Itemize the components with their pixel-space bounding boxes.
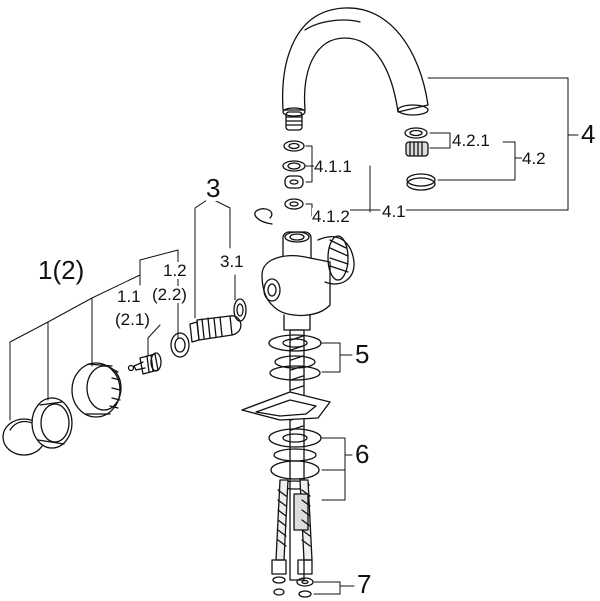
seal-stack-4-1: [254, 140, 306, 225]
label-7: 7: [357, 569, 372, 599]
label-4-1: 4.1: [382, 202, 406, 221]
label-6: 6: [355, 439, 370, 469]
handle-body: [71, 362, 122, 418]
label-4-2: 4.2: [522, 149, 546, 168]
valve-insert-1-1: [127, 352, 162, 375]
label-1-1: 1.1: [117, 287, 141, 306]
label-4: 4: [581, 119, 596, 149]
label-3-1: 3.1: [220, 252, 244, 271]
label-2-1: (2.1): [115, 310, 150, 329]
leader-lines: [9, 77, 579, 595]
mounting-stud: [241, 329, 331, 581]
spout-part: [281, 7, 429, 131]
label-1-2: 1(2): [38, 255, 85, 285]
label-3: 3: [206, 173, 221, 203]
label-2-2: (2.2): [152, 285, 187, 304]
label-5: 5: [355, 339, 370, 369]
label-4-1-1: 4.1.1: [314, 157, 352, 176]
label-4-2-1: 4.2.1: [452, 131, 490, 150]
aerator-parts-4-2: [404, 127, 436, 191]
label-4-1-2: 4.1.2: [312, 207, 350, 226]
supply-hoses: [271, 479, 314, 598]
handle-ring: [31, 397, 73, 449]
cartridge-3: [170, 298, 247, 358]
faucet-body: [261, 231, 355, 331]
label-1-2-small: 1.2: [163, 261, 187, 280]
